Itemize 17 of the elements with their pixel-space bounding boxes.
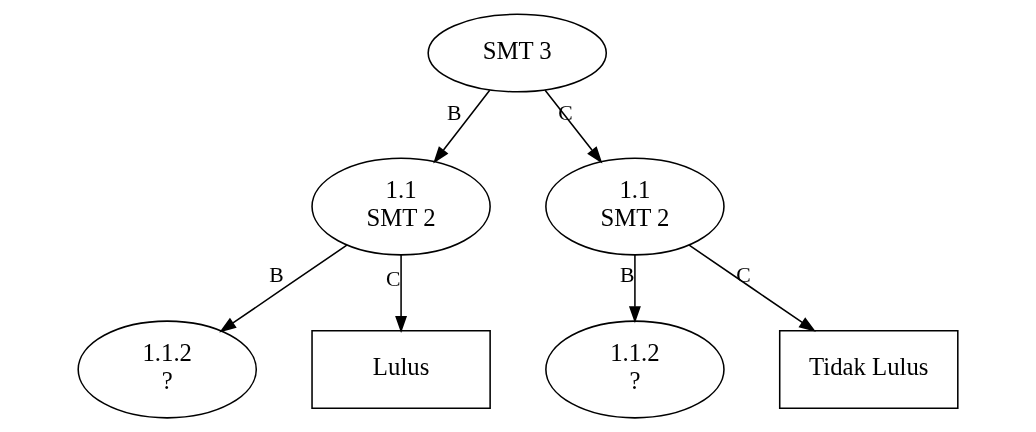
node-ellipse: 1.1.2 ?	[77, 320, 258, 419]
edge-label: B	[619, 262, 635, 287]
node-ellipse: 1.1.2 ?	[545, 320, 725, 419]
edge-label: C	[386, 267, 401, 292]
node-ellipse: 1.1 SMT 2	[545, 157, 725, 256]
arrow	[628, 253, 641, 324]
arrow	[219, 244, 348, 333]
arrow	[544, 89, 603, 164]
node-ellipse: SMT 3	[427, 13, 608, 93]
arrow	[433, 89, 491, 164]
arrow	[688, 244, 816, 332]
arrow	[395, 253, 408, 333]
node-box: Lulus	[311, 330, 491, 409]
edge-label: B	[269, 263, 284, 288]
node-ellipse: 1.1 SMT 2	[311, 157, 491, 256]
edge-label: B	[447, 101, 462, 126]
node-box: Tidak Lulus	[778, 330, 959, 409]
